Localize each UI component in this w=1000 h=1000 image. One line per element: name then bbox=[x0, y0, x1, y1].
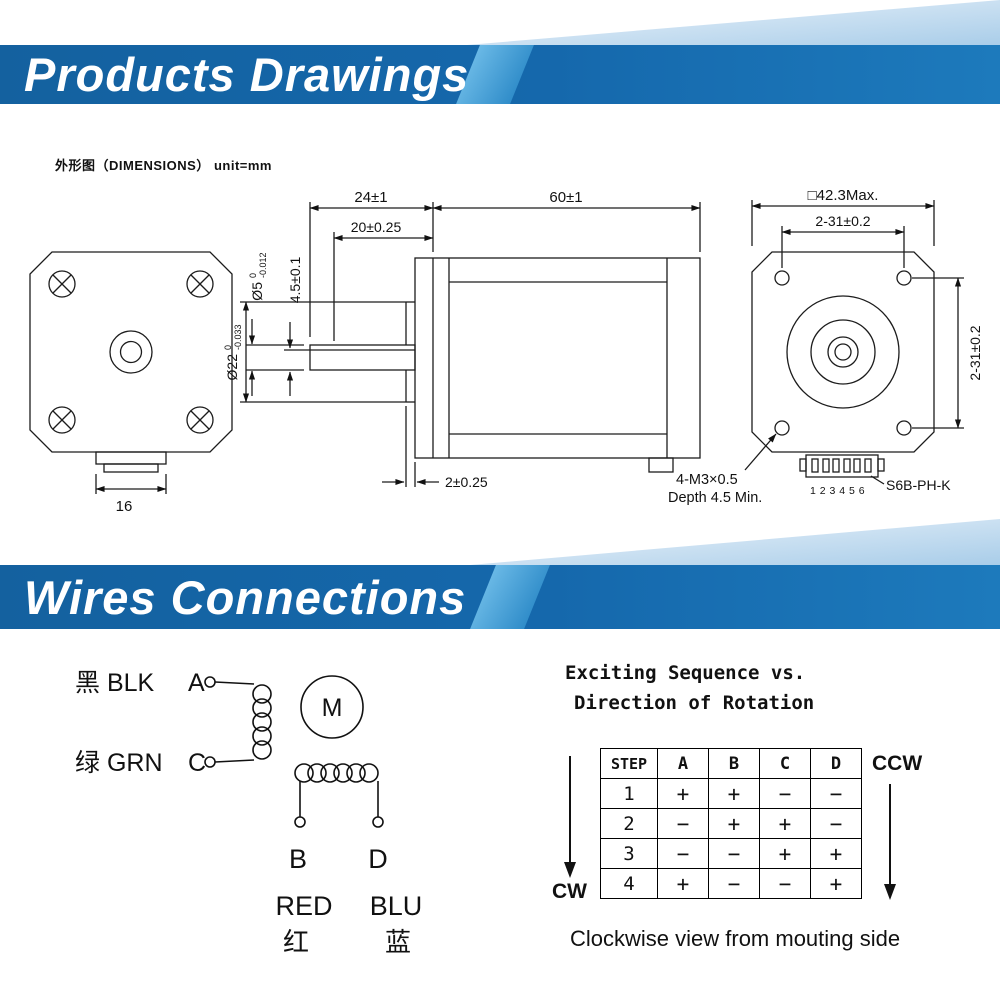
dim-boss-diameter-tol-upper: 0 bbox=[223, 345, 233, 350]
dim-boss-length: 2±0.25 bbox=[382, 406, 488, 490]
dim-boss-diameter: Ø22 0 -0.033 bbox=[223, 301, 406, 403]
clockwise-view-footnote: Clockwise view from mouting side bbox=[570, 926, 901, 951]
dim-boss-diameter-tol-lower: -0.033 bbox=[233, 324, 243, 350]
step-cell: 2 bbox=[600, 808, 658, 839]
phase-cell: − bbox=[759, 868, 811, 899]
products-banner-title: Products Drawings bbox=[24, 48, 470, 101]
cw-label: CW bbox=[552, 880, 587, 903]
dim-frame-size: □42.3Max. bbox=[751, 187, 935, 246]
pin-numbers-label: 1 2 3 4 5 6 bbox=[810, 485, 865, 497]
dim-flat-depth: 4.5±0.1 bbox=[284, 256, 334, 396]
dim-hole-spacing-vertical: 2-31±0.2 bbox=[912, 277, 983, 429]
step-cell: 1 bbox=[600, 778, 658, 809]
motor-label: M bbox=[322, 694, 343, 722]
front-screw-icon bbox=[48, 270, 214, 434]
sequence-title-line2: Direction of Rotation bbox=[574, 692, 815, 714]
blu-wire-cn-label: 蓝 bbox=[385, 927, 411, 957]
thread-depth-label: Depth 4.5 Min. bbox=[668, 490, 762, 506]
phase-cell: + bbox=[708, 808, 760, 839]
col-d: D bbox=[810, 748, 862, 779]
terminal-b-label: B bbox=[289, 844, 307, 874]
phase-cell: − bbox=[708, 868, 760, 899]
dimensions-note: 外形图（DIMENSIONS） unit=mm bbox=[55, 158, 272, 173]
dim-flat-length: 20±0.25 bbox=[333, 219, 434, 341]
dim-boss-length-label: 2±0.25 bbox=[445, 474, 488, 490]
terminal-c-label: C bbox=[188, 749, 206, 777]
dim-frame-size-label: □42.3Max. bbox=[808, 187, 879, 204]
dim-shaft-diameter: Ø5 0 -0.012 bbox=[246, 252, 304, 396]
blu-wire-label: BLU bbox=[370, 891, 423, 921]
dim-shaft-diameter-tol-lower: -0.012 bbox=[258, 252, 268, 278]
col-step: STEP bbox=[600, 748, 658, 779]
dim-flat-depth-label: 4.5±0.1 bbox=[287, 256, 303, 303]
ccw-label: CCW bbox=[872, 752, 923, 775]
table-row: 4 + − − + bbox=[600, 868, 862, 899]
motor-symbol bbox=[300, 675, 364, 739]
back-connector bbox=[799, 454, 885, 478]
wires-banner-title: Wires Connections bbox=[24, 570, 467, 624]
connector-model-label: S6B-PH-K bbox=[886, 477, 951, 493]
dim-body-length: 60±1 bbox=[432, 189, 701, 252]
dim-shaft-diameter-label: Ø5 bbox=[249, 282, 265, 301]
step-cell: 3 bbox=[600, 838, 658, 869]
col-c: C bbox=[759, 748, 811, 779]
dim-shaft-diameter-tol-upper: 0 bbox=[248, 273, 258, 278]
phase-a-c-coil bbox=[204, 676, 272, 768]
wires-banner: Wires Connections bbox=[0, 565, 1000, 629]
col-a: A bbox=[657, 748, 709, 779]
phase-cell: + bbox=[657, 778, 709, 809]
thread-spec-label: 4-M3×0.5 bbox=[676, 472, 738, 488]
cw-arrow-icon bbox=[564, 756, 576, 878]
front-connector bbox=[95, 451, 167, 473]
dim-hole-spacing-horizontal-label: 2-31±0.2 bbox=[815, 213, 870, 229]
phase-cell: + bbox=[810, 838, 862, 869]
dim-body-length-label: 60±1 bbox=[549, 189, 582, 206]
dim-shaft-length-label: 24±1 bbox=[354, 189, 387, 206]
ccw-arrow-icon bbox=[884, 784, 896, 900]
red-wire-cn-label: 红 bbox=[283, 927, 309, 957]
phase-cell: + bbox=[810, 868, 862, 899]
front-view: 16 bbox=[29, 251, 233, 515]
col-b: B bbox=[708, 748, 760, 779]
table-row: 3 − − + + bbox=[600, 838, 862, 869]
phase-cell: + bbox=[708, 778, 760, 809]
phase-cell: − bbox=[810, 778, 862, 809]
phase-a-label: 黑 BLK bbox=[75, 669, 155, 697]
phase-cell: − bbox=[657, 808, 709, 839]
table-header-row: STEP A B C D bbox=[600, 748, 862, 779]
phase-c-label: 绿 GRN bbox=[75, 749, 163, 777]
front-shaft-hole bbox=[109, 330, 153, 374]
phase-cell: − bbox=[708, 838, 760, 869]
dim-flat-length-label: 20±0.25 bbox=[351, 219, 402, 235]
sequence-title-line1: Exciting Sequence vs. bbox=[565, 662, 806, 684]
table-row: 1 + + − − bbox=[600, 778, 862, 809]
terminal-d-label: D bbox=[368, 844, 388, 874]
phase-cell: − bbox=[810, 808, 862, 839]
phase-cell: − bbox=[759, 778, 811, 809]
phase-b-d-coil bbox=[294, 763, 384, 828]
step-cell: 4 bbox=[600, 868, 658, 899]
phase-cell: + bbox=[657, 868, 709, 899]
dim-shaft-length: 24±1 bbox=[309, 189, 434, 337]
products-banner: Products Drawings bbox=[0, 45, 1000, 104]
dim-hole-spacing-vertical-label: 2-31±0.2 bbox=[967, 325, 983, 380]
dim-boss-diameter-label: Ø22 bbox=[224, 354, 240, 381]
back-view: 1 2 3 4 5 6 S6B-PH-K bbox=[751, 251, 951, 497]
phase-cell: + bbox=[759, 838, 811, 869]
table-row: 2 − + + − bbox=[600, 808, 862, 839]
technical-drawing-svg: 16 24±1 60±1 bbox=[29, 187, 983, 515]
dim-hole-spacing-horizontal: 2-31±0.2 bbox=[781, 213, 905, 268]
wiring-diagram-svg: 黑 BLK A 绿 GRN C M B D RED BLU 红 蓝 bbox=[75, 669, 423, 957]
side-view bbox=[309, 257, 701, 473]
red-wire-label: RED bbox=[275, 891, 332, 921]
banner-corner-decoration bbox=[455, 0, 1000, 46]
phase-cell: − bbox=[657, 838, 709, 869]
excitation-sequence-table: STEP A B C D 1 + + − − 2 − + + − 3 − − +… bbox=[600, 748, 862, 899]
terminal-a-label: A bbox=[188, 669, 205, 697]
banner-stripe-decoration bbox=[470, 565, 550, 629]
phase-cell: + bbox=[759, 808, 811, 839]
dim-connector-width-label: 16 bbox=[116, 498, 133, 515]
dim-connector-width: 16 bbox=[95, 474, 167, 515]
thread-note: 4-M3×0.5 Depth 4.5 Min. bbox=[668, 433, 777, 506]
